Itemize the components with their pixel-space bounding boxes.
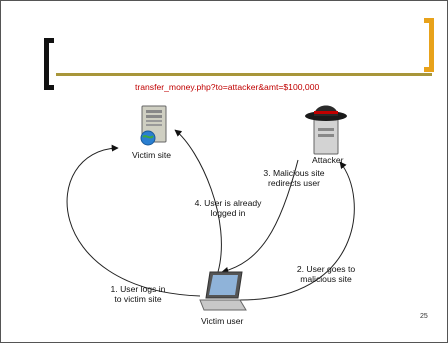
globe-icon	[140, 130, 156, 146]
step-3-label: 3. Malicious site redirects user	[252, 168, 336, 188]
step-1-line-1: 1. User logs in	[110, 284, 166, 294]
step-1-label: 1. User logs in to victim site	[96, 284, 180, 304]
page-number: 25	[420, 313, 428, 320]
arrow-step-1	[66, 144, 201, 297]
step-3-line-1: 3. Malicious site	[263, 168, 325, 178]
victim-server-icon	[140, 105, 167, 146]
arrow-step-4	[174, 129, 222, 273]
step-4-line-2: logged in	[210, 208, 246, 218]
step-4-line-1: 4. User is already	[194, 198, 262, 208]
step-4-label: 4. User is already logged in	[184, 198, 272, 218]
left-bracket-decoration	[44, 38, 54, 90]
arrow-step-3	[221, 159, 299, 274]
arrow-step-2	[239, 161, 355, 301]
step-3-line-2: redirects user	[267, 178, 321, 188]
forged-request-url: transfer_money.php?to=attacker&amt=$100,…	[135, 82, 320, 92]
right-bracket-decoration	[424, 18, 434, 72]
attacker-label: Attacker	[312, 155, 344, 165]
attacker-icon	[305, 105, 347, 155]
step-1-line-2: to victim site	[114, 294, 162, 304]
victim-site-label: Victim site	[132, 150, 171, 160]
step-2-line-2: malicious site	[300, 274, 352, 284]
victim-user-label: Victim user	[201, 316, 244, 326]
step-2-label: 2. User goes to malicious site	[284, 264, 368, 284]
laptop-icon	[199, 271, 247, 311]
step-2-line-1: 2. User goes to	[296, 264, 356, 274]
title-rule	[56, 73, 432, 76]
